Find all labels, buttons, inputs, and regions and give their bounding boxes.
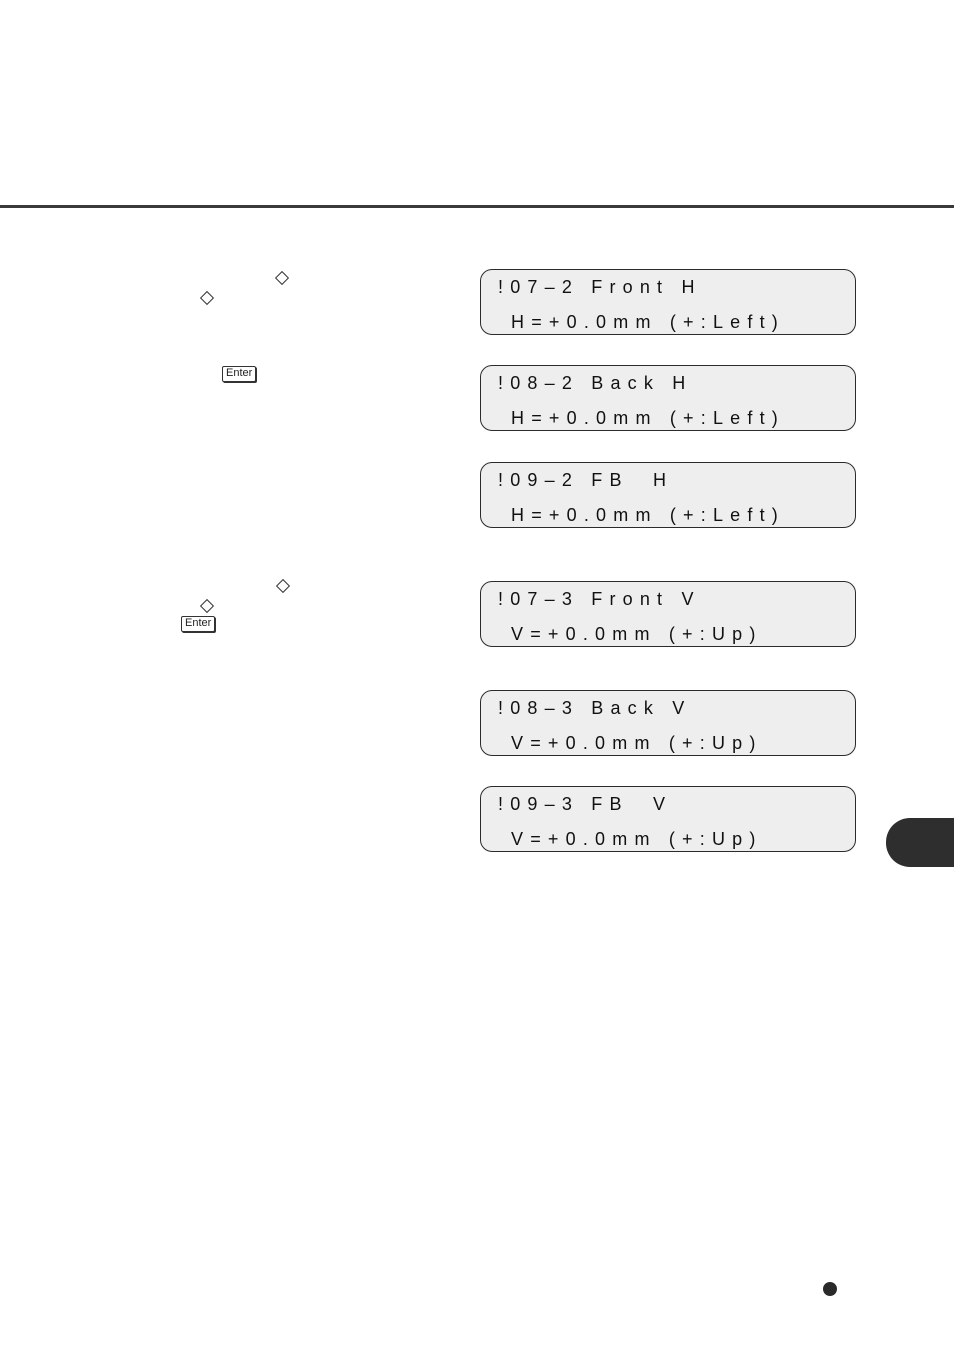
lcd-line-2: H=+0.0mm (+:Left): [511, 505, 785, 525]
lcd-display-fb-h: !09–2 FB H H=+0.0mm (+:Left): [480, 462, 856, 528]
chapter-tab: [886, 818, 954, 867]
down-key-icon: [199, 290, 215, 306]
up-key-icon: [275, 578, 291, 594]
lcd-line-1: !09–2 FB H: [498, 470, 674, 490]
lcd-line-2: V=+0.0mm (+:Up): [511, 733, 763, 753]
lcd-display-front-v: !07–3 Front V V=+0.0mm (+:Up): [480, 581, 856, 647]
lcd-display-front-h: !07–2 Front H H=+0.0mm (+:Left): [480, 269, 856, 335]
down-key-icon: [199, 598, 215, 614]
lcd-display-back-h: !08–2 Back H H=+0.0mm (+:Left): [480, 365, 856, 431]
lcd-line-1: !08–3 Back V: [498, 698, 692, 718]
lcd-line-2: H=+0.0mm (+:Left): [511, 408, 785, 428]
enter-key-icon: Enter: [181, 616, 216, 632]
lcd-line-1: !07–2 Front H: [498, 277, 702, 297]
lcd-line-2: V=+0.0mm (+:Up): [511, 829, 763, 849]
lcd-line-2: H=+0.0mm (+:Left): [511, 312, 785, 332]
lcd-line-2: V=+0.0mm (+:Up): [511, 624, 763, 644]
lcd-line-1: !08–2 Back H: [498, 373, 693, 393]
lcd-line-1: !09–3 FB V: [498, 794, 673, 814]
lcd-display-fb-v: !09–3 FB V V=+0.0mm (+:Up): [480, 786, 856, 852]
lcd-display-back-v: !08–3 Back V V=+0.0mm (+:Up): [480, 690, 856, 756]
enter-key-icon: Enter: [222, 366, 257, 382]
up-key-icon: [274, 270, 290, 286]
lcd-line-1: !07–3 Front V: [498, 589, 701, 609]
bullet-dot-icon: [823, 1282, 837, 1296]
header-rule: [0, 205, 954, 208]
